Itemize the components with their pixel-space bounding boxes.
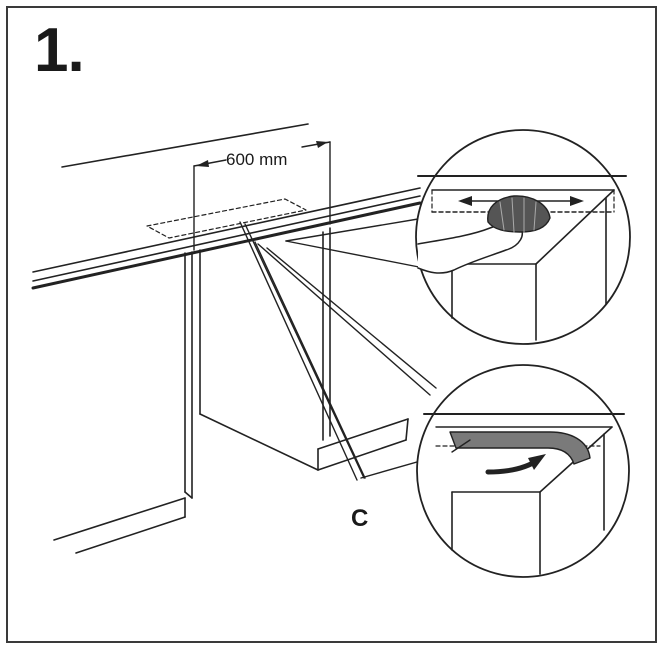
illustration-frame: 1. <box>6 6 657 643</box>
detail-leader-lower <box>451 439 471 453</box>
dimension-label: 600 mm <box>226 150 287 169</box>
dimension-arrow-right <box>316 141 328 148</box>
detail-circle-upper <box>415 129 631 345</box>
adhesive-area-outline <box>146 198 307 239</box>
detail-leader-upper <box>285 217 425 269</box>
step-number: 1. <box>34 16 85 85</box>
callout-label-c: C <box>351 505 368 532</box>
dimension-arrow-left <box>196 160 209 167</box>
callout-leader-lines <box>239 221 453 481</box>
left-cabinet <box>53 251 193 554</box>
detail-circle-lower <box>416 364 630 578</box>
worktop-back-line <box>61 123 309 168</box>
worktop-front-edge <box>31 187 422 290</box>
